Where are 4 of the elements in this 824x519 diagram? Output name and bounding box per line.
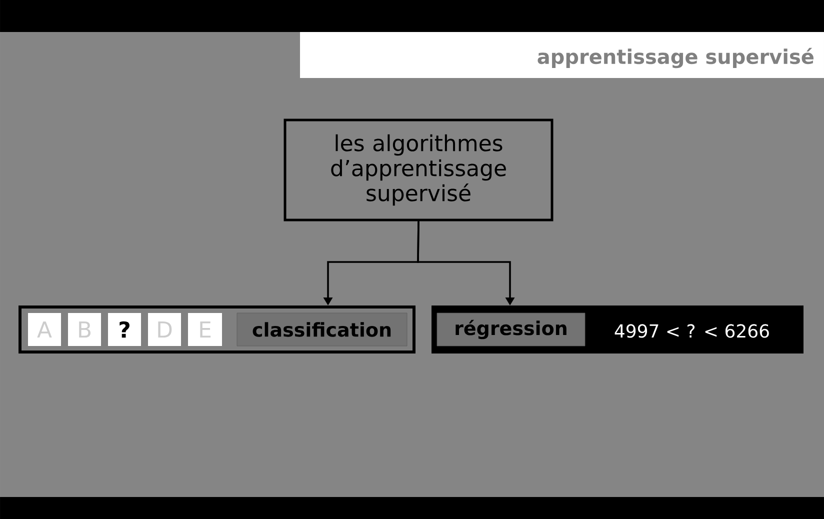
title-box: les algorithmes d’apprentissage supervisé — [284, 118, 554, 222]
header-band: apprentissage supervisé — [300, 32, 824, 78]
letter-tile: ? — [108, 313, 141, 346]
category-band: régression 4997 < ? < 6266 — [432, 306, 804, 354]
